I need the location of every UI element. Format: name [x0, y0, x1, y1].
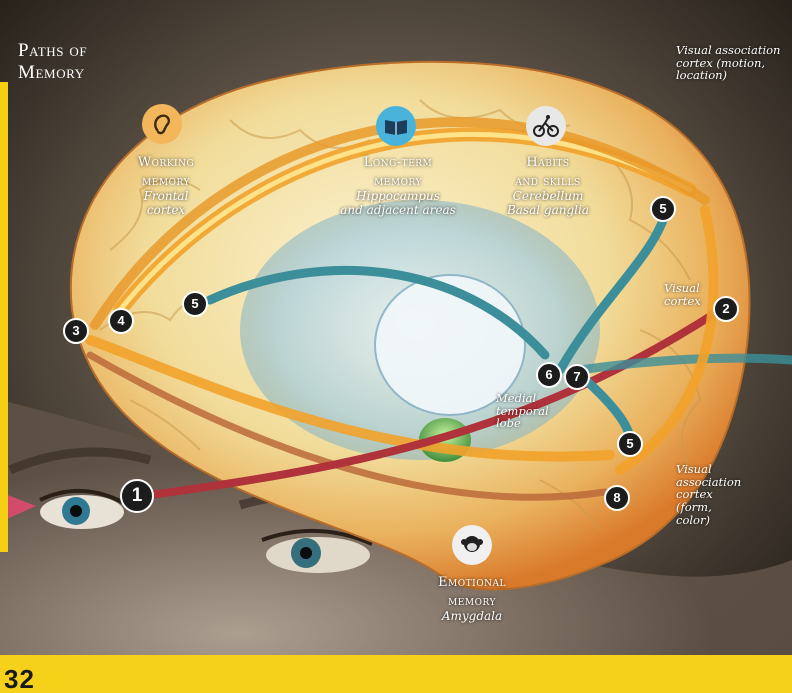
step-badge-3: 3: [63, 318, 89, 344]
monkey-icon: [452, 525, 492, 565]
visual-cortex-label: Visual cortex: [664, 282, 712, 307]
habits-skills-label: Habits and skills Cerebellum Basal gangl…: [500, 152, 596, 217]
page-number: 32: [4, 664, 35, 693]
step-badge-5-frontal: 5: [182, 291, 208, 317]
book-icon: [376, 106, 416, 146]
yellow-edge-tab: [0, 82, 8, 552]
step-badge-5-upper: 5: [650, 196, 676, 222]
step-badge-2: 2: [713, 296, 739, 322]
long-term-memory-label: Long-term memory Hippocampus and adjacen…: [326, 152, 470, 217]
working-memory-label: Working memory Frontal cortex: [118, 152, 214, 217]
footer-band: [0, 655, 792, 693]
emotional-memory-label: Emotional memory Amygdala: [420, 572, 524, 624]
ear-icon: [142, 104, 182, 144]
step-badge-6: 6: [536, 362, 562, 388]
diagram-title: Paths of Memory: [18, 40, 87, 84]
step-badge-4: 4: [108, 308, 134, 334]
cyclist-icon: [526, 106, 566, 146]
step-badge-1: 1: [120, 479, 154, 513]
visual-association-bottom-label: Visual association cortex (form, color): [676, 463, 756, 526]
step-badge-8: 8: [604, 485, 630, 511]
step-badge-5-lower: 5: [617, 431, 643, 457]
step-badge-7: 7: [564, 364, 590, 390]
medial-temporal-lobe-label: Medial temporal lobe: [496, 392, 556, 430]
visual-association-top-label: Visual association cortex (motion, locat…: [676, 44, 788, 82]
